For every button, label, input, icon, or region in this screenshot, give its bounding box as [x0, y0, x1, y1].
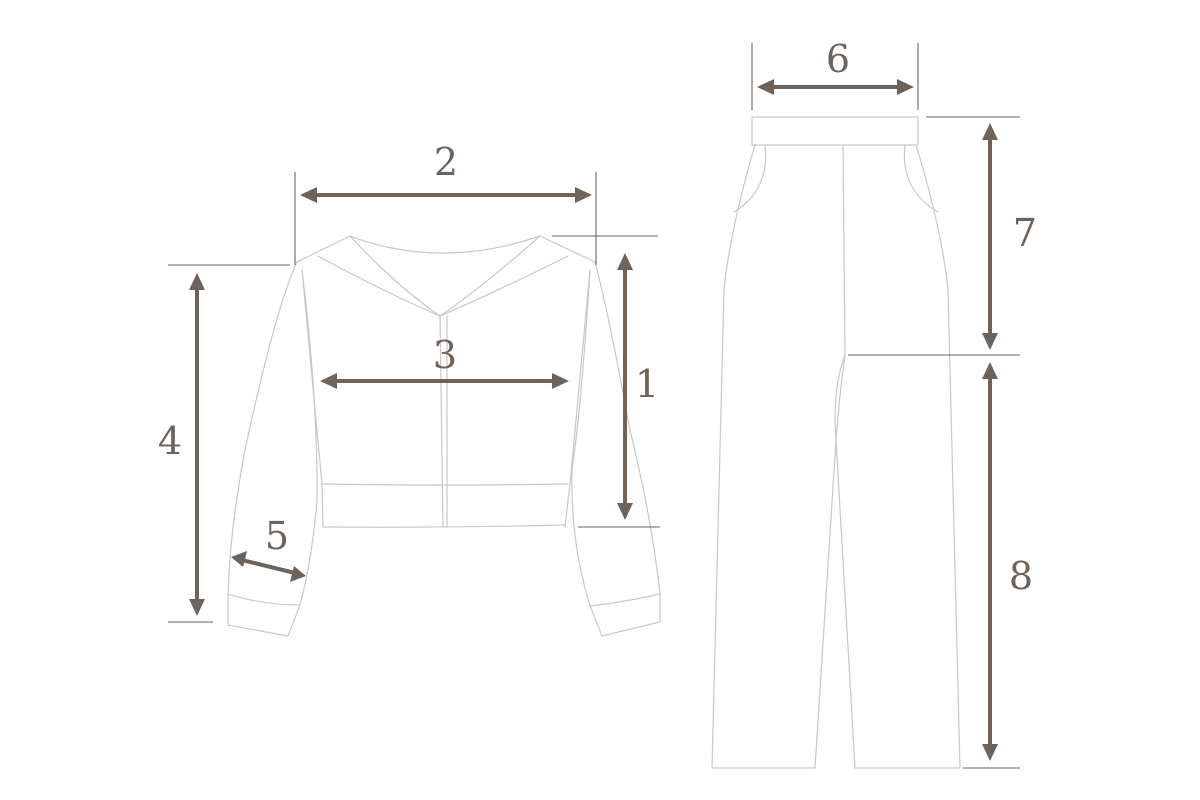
label-5: 5 — [265, 514, 289, 558]
arrow-7 — [982, 123, 998, 350]
label-8: 8 — [1009, 554, 1033, 598]
arrow-1 — [617, 253, 633, 520]
measurement-arrows — [189, 79, 998, 761]
label-7: 7 — [1013, 211, 1037, 255]
arrow-2 — [300, 187, 592, 203]
arrow-6 — [757, 79, 914, 95]
label-3: 3 — [433, 333, 457, 377]
label-4: 4 — [158, 419, 182, 463]
guide-lines — [168, 43, 1020, 769]
pants-outline — [711, 116, 961, 769]
arrow-4 — [189, 273, 205, 616]
arrow-3 — [320, 373, 569, 389]
arrow-8 — [982, 362, 998, 761]
label-6: 6 — [826, 37, 850, 81]
measurement-labels: 1 2 3 4 5 6 7 8 — [158, 37, 1037, 598]
arrow-5 — [231, 551, 306, 582]
label-1: 1 — [635, 362, 659, 406]
label-2: 2 — [434, 140, 458, 184]
jacket-outline — [227, 235, 661, 637]
